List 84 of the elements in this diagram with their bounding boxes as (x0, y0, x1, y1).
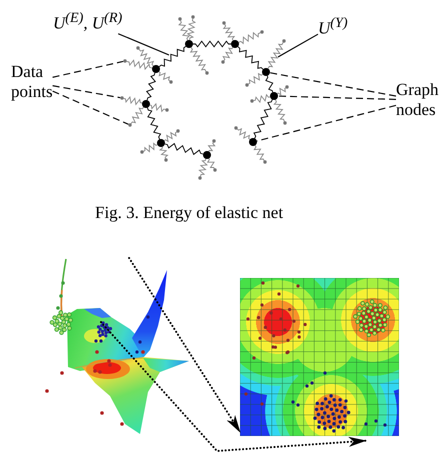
spring (236, 128, 250, 140)
data-point-dot (123, 59, 127, 63)
spring (198, 158, 208, 177)
spring (146, 107, 162, 140)
spring (130, 106, 144, 124)
spring (190, 46, 207, 72)
spring (208, 142, 216, 152)
spring (268, 42, 284, 69)
heatmap-drawing (240, 278, 399, 436)
data-point-dot (136, 46, 140, 50)
data-point-dot (191, 15, 195, 19)
spring (149, 102, 166, 112)
leader-line (52, 85, 120, 98)
data-point-dot (260, 30, 264, 34)
data-point-dot (178, 17, 182, 21)
data-point-dot (165, 108, 169, 112)
data-point-dot (176, 129, 180, 133)
spring (248, 72, 264, 84)
data-point-dot (221, 60, 225, 64)
spring (123, 96, 143, 106)
data-point-dot (283, 121, 287, 125)
math-label: U$^{(Y)}$ (318, 13, 348, 39)
arrow (128, 257, 241, 433)
data-point-dot (213, 168, 217, 172)
spring (158, 46, 186, 68)
data-point-dot (205, 71, 209, 75)
math-label: U$^{(E)}$, U$^{(R)}$ (53, 8, 122, 34)
data-point-dot (212, 139, 216, 143)
spring (253, 99, 273, 139)
spring (164, 142, 204, 156)
graph-node-dot (185, 40, 193, 48)
callout-label: Graph nodes (396, 80, 438, 120)
graph-node-dot (152, 65, 160, 73)
spring (192, 40, 232, 48)
spring (186, 18, 196, 40)
spring (126, 59, 153, 70)
surface-plot-drawing (45, 259, 189, 434)
spring (276, 88, 286, 96)
graph-node-dot (270, 92, 278, 100)
leader-line (278, 34, 318, 58)
data-point-dot (234, 126, 238, 130)
data-point-dot (250, 99, 254, 103)
graph-node-dot (249, 138, 257, 146)
spring (238, 32, 261, 44)
spring (164, 132, 178, 142)
spring (253, 94, 271, 104)
data-point-dot (263, 160, 267, 164)
spring (158, 146, 169, 159)
figure-caption: Fig. 3. Energy of elastic net (95, 203, 284, 223)
spring (178, 20, 190, 41)
spring (238, 46, 264, 70)
spring (222, 24, 236, 41)
spring (206, 158, 215, 169)
spring (222, 46, 234, 62)
spring (143, 142, 158, 153)
leader-line (118, 33, 170, 56)
leader-line (256, 104, 396, 142)
leader-line (52, 90, 129, 125)
spring (138, 48, 154, 66)
data-point-dot (169, 80, 173, 84)
data-point-dot (282, 39, 286, 43)
data-point-dot (285, 85, 289, 89)
leader-line (52, 60, 124, 78)
spring (273, 99, 286, 122)
graph-node-dot (262, 68, 270, 76)
data-point-dot (198, 176, 202, 180)
callout-label: Data points (11, 62, 53, 102)
graph-node-dot (142, 100, 150, 108)
data-point-dot (128, 123, 132, 127)
data-point-dot (164, 158, 168, 162)
arrow (100, 321, 367, 452)
graph-node-dot (157, 139, 165, 147)
data-point-dot (140, 150, 144, 154)
graph-node-dot (231, 40, 239, 48)
spring (253, 144, 265, 161)
data-point-dot (120, 96, 124, 100)
spring (146, 72, 156, 101)
leader-line (270, 72, 396, 97)
leader-line (278, 96, 396, 100)
graph-node-dot (203, 151, 211, 159)
data-point-dot (245, 83, 249, 87)
data-point-dot (222, 21, 226, 25)
spring (158, 71, 170, 82)
spring (265, 75, 274, 93)
